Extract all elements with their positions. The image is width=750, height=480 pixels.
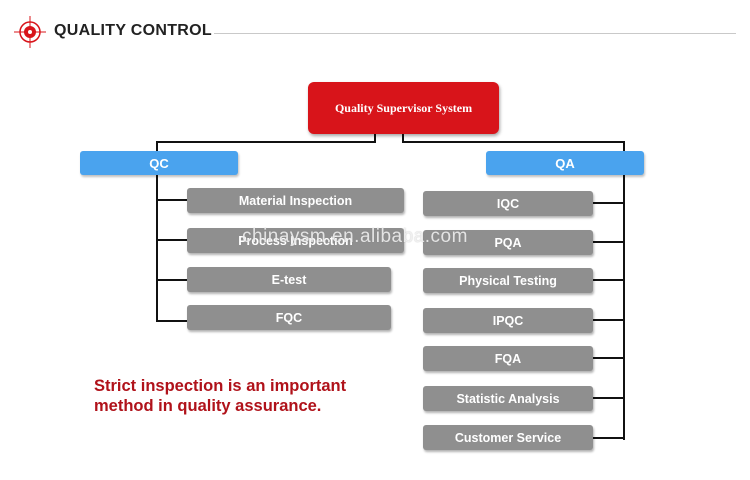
qa-item-ipqc: IPQC	[423, 308, 593, 333]
page-title: QUALITY CONTROL	[54, 22, 212, 39]
qc-node: QC	[80, 151, 238, 175]
qa-item-customer-service: Customer Service	[423, 425, 593, 450]
quality-note-line-1: Strict inspection is an important	[94, 377, 347, 395]
qc-item-process-inspection: Process Inspection	[187, 228, 404, 253]
qc-item-material-inspection: Material Inspection	[187, 188, 404, 213]
qc-item-e-test: E-test	[187, 267, 391, 292]
qa-item-pqa: PQA	[423, 230, 593, 255]
quality-note-line-2: method in quality assurance.	[94, 397, 322, 415]
quality-note: Strict inspection is an important method…	[94, 376, 346, 416]
qa-item-physical-testing: Physical Testing	[423, 268, 593, 293]
qa-node: QA	[486, 151, 644, 175]
qa-item-statistic-analysis: Statistic Analysis	[423, 386, 593, 411]
quality-supervisor-system-node: Quality Supervisor System	[308, 82, 499, 134]
qa-item-fqa: FQA	[423, 346, 593, 371]
crosshair-target-icon	[14, 16, 46, 48]
qc-item-fqc: FQC	[187, 305, 391, 330]
qa-item-iqc: IQC	[423, 191, 593, 216]
header-divider	[214, 33, 736, 34]
